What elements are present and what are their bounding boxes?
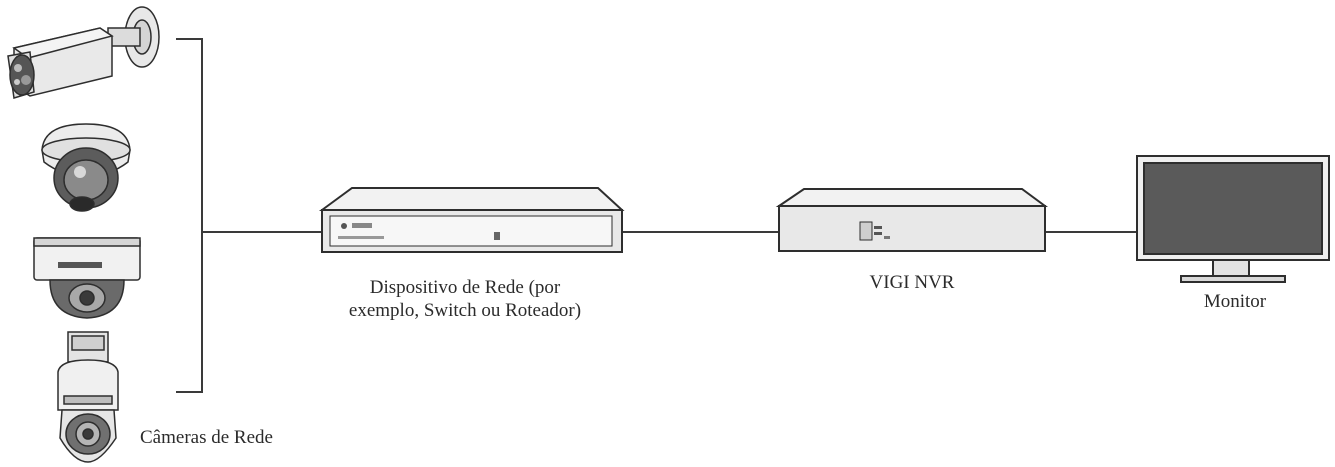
network-device-label-line1: Dispositivo de Rede (por	[369, 277, 561, 298]
network-device-label-line2: exemplo, Switch ou Roteador)	[348, 300, 582, 321]
turret-camera-icon	[41, 123, 131, 212]
ptz-camera-icon	[57, 331, 119, 463]
monitor-label: Monitor	[1203, 291, 1267, 312]
network-device-label: Dispositivo de Rede (por exemplo, Switch…	[320, 276, 610, 322]
nvr-label: VIGI NVR	[869, 272, 955, 293]
connection-lines	[176, 38, 1137, 393]
monitor-icon	[1136, 155, 1330, 283]
nvr-icon	[775, 188, 1049, 252]
camera-bracket	[176, 38, 203, 393]
network-switch-icon	[318, 187, 625, 253]
dome-camera-icon	[33, 237, 141, 319]
bullet-camera-icon	[7, 6, 160, 99]
cameras-label: Câmeras de Rede	[140, 427, 273, 448]
